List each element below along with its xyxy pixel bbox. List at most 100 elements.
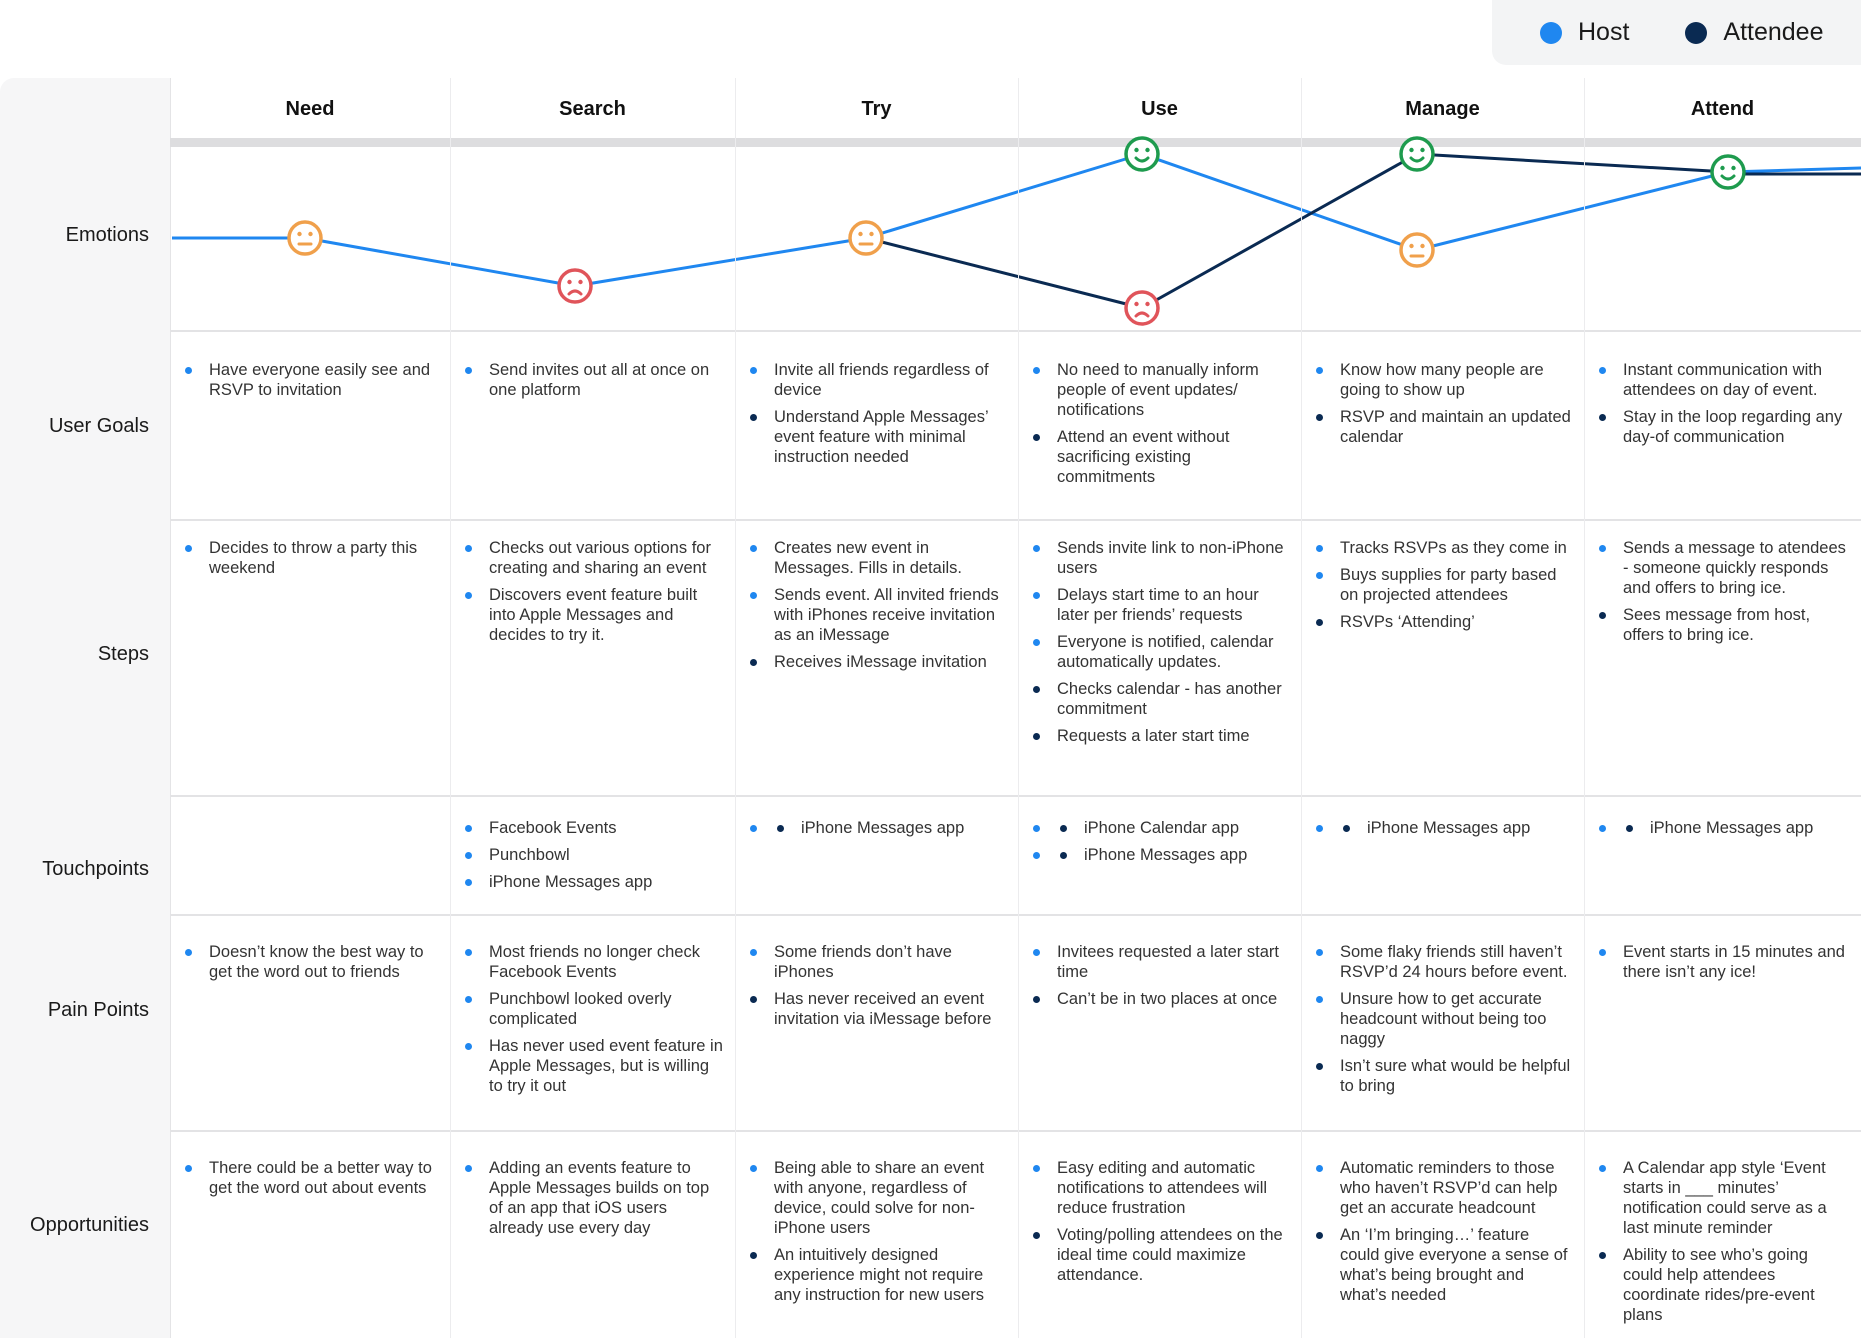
step-item: Delays start time to an hour later per f… <box>1030 585 1289 625</box>
opportunity-cell: Adding an events feature to Apple Messag… <box>462 1158 723 1245</box>
row-divider <box>170 330 1861 332</box>
host-emotion-line <box>865 152 1143 240</box>
row-label-user-goals: User Goals <box>48 415 149 437</box>
legend: Host Attendee <box>1492 0 1861 65</box>
pain-point-item: Unsure how to get accurate headcount wit… <box>1313 989 1572 1049</box>
user-goal-item: Understand Apple Messages’ event feature… <box>747 407 1006 467</box>
row-label-steps: Steps <box>97 643 149 665</box>
pain-point-item: Punchbowl looked overly complicated <box>462 989 723 1029</box>
stage-header-try: Try <box>861 98 892 120</box>
touchpoint-item: iPhone Calendar app <box>1030 818 1289 838</box>
step-item: Requests a later start time <box>1030 726 1289 746</box>
stage-header-attend: Attend <box>1690 98 1755 120</box>
legend-host: Host <box>1540 18 1629 47</box>
user-goal-item: RSVP and maintain an updated calendar <box>1313 407 1572 447</box>
row-label-opportunities: Opportunities <box>30 1214 149 1236</box>
pain-point-item: Most friends no longer check Facebook Ev… <box>462 942 723 982</box>
pain-point-item: Invitees requested a later start time <box>1030 942 1289 982</box>
opportunity-item: Ability to see who’s going could help at… <box>1596 1245 1849 1325</box>
attendee-emotion-line <box>865 236 1143 310</box>
step-item: Sends event. All invited friends with iP… <box>747 585 1006 645</box>
opportunity-item: An ‘I’m bringing…’ feature could give ev… <box>1313 1225 1572 1305</box>
opportunity-cell: Being able to share an event with anyone… <box>747 1158 1006 1312</box>
host-emotion-line <box>574 236 867 288</box>
opportunity-cell: A Calendar app style ‘Event starts in __… <box>1596 1158 1849 1332</box>
step-item: Sees message from host, offers to bring … <box>1596 605 1849 645</box>
touchpoint-item: Facebook Events <box>462 818 723 838</box>
row-divider <box>170 795 1861 797</box>
pain-point-item: Doesn’t know the best way to get the wor… <box>182 942 438 982</box>
host-emotion-line <box>1727 166 1861 174</box>
pain-point-item: Some friends don’t have iPhones <box>747 942 1006 982</box>
step-item: Receives iMessage invitation <box>747 652 1006 672</box>
host-emotion-line <box>1416 170 1729 252</box>
sad-face-icon <box>1124 290 1160 326</box>
user-goal-item: No need to manually inform people of eve… <box>1030 360 1289 420</box>
pain-point-cell: Most friends no longer check Facebook Ev… <box>462 942 723 1103</box>
pain-point-item: Has never used event feature in Apple Me… <box>462 1036 723 1096</box>
row-divider <box>170 914 1861 916</box>
step-cell: Creates new event in Messages. Fills in … <box>747 538 1006 679</box>
touchpoint-cell: iPhone Messages app <box>747 818 1006 845</box>
opportunity-item: Adding an events feature to Apple Messag… <box>462 1158 723 1238</box>
opportunity-cell: Easy editing and automatic notifications… <box>1030 1158 1289 1292</box>
step-item: Checks out various options for creating … <box>462 538 723 578</box>
emotion-chart <box>172 136 1861 326</box>
user-goal-cell: Have everyone easily see and RSVP to inv… <box>182 360 438 407</box>
pain-point-item: Has never received an event invitation v… <box>747 989 1006 1029</box>
opportunity-item: Being able to share an event with anyone… <box>747 1158 1006 1238</box>
pain-point-cell: Event starts in 15 minutes and there isn… <box>1596 942 1849 989</box>
stage-divider-bar <box>170 138 1861 147</box>
user-goal-cell: No need to manually inform people of eve… <box>1030 360 1289 494</box>
legend-attendee-label: Attendee <box>1723 18 1824 46</box>
row-label-touchpoints: Touchpoints <box>42 858 149 880</box>
column-divider <box>1018 78 1019 1338</box>
stage-header-use: Use <box>1141 98 1178 120</box>
user-goal-cell: Instant communication with attendees on … <box>1596 360 1849 454</box>
attendee-dot-icon <box>1685 21 1708 44</box>
stage-header-need: Need <box>285 98 335 120</box>
step-item: Creates new event in Messages. Fills in … <box>747 538 1006 578</box>
opportunity-item: There could be a better way to get the w… <box>182 1158 438 1198</box>
row-label-emotions: Emotions <box>65 224 149 246</box>
step-item: Sends a message to atendees - someone qu… <box>1596 538 1849 598</box>
step-item: Tracks RSVPs as they come in <box>1313 538 1572 558</box>
happy-face-icon <box>1710 154 1746 190</box>
stage-header-manage: Manage <box>1405 98 1480 120</box>
step-cell: Sends a message to atendees - someone qu… <box>1596 538 1849 652</box>
opportunity-cell: There could be a better way to get the w… <box>182 1158 438 1205</box>
pain-point-cell: Some flaky friends still haven’t RSVP’d … <box>1313 942 1572 1103</box>
row-label-column: Emotions User Goals Steps Touchpoints Pa… <box>0 78 171 1338</box>
pain-point-cell: Doesn’t know the best way to get the wor… <box>182 942 438 989</box>
legend-host-label: Host <box>1578 18 1630 46</box>
user-goal-cell: Know how many people are going to show u… <box>1313 360 1572 454</box>
user-goal-item: Stay in the loop regarding any day-of co… <box>1596 407 1849 447</box>
touchpoint-item: Punchbowl <box>462 845 723 865</box>
user-goal-item: Instant communication with attendees on … <box>1596 360 1849 400</box>
column-divider <box>1301 78 1302 1338</box>
touchpoint-item: iPhone Messages app <box>1313 818 1572 838</box>
user-goal-item: Send invites out all at once on one plat… <box>462 360 723 400</box>
step-cell: Decides to throw a party this weekend <box>182 538 438 585</box>
user-goal-item: Have everyone easily see and RSVP to inv… <box>182 360 438 400</box>
opportunity-item: Easy editing and automatic notifications… <box>1030 1158 1289 1218</box>
step-item: Checks calendar - has another commitment <box>1030 679 1289 719</box>
step-item: Buys supplies for party based on project… <box>1313 565 1572 605</box>
touchpoint-item: iPhone Messages app <box>1596 818 1849 838</box>
user-goal-item: Invite all friends regardless of device <box>747 360 1006 400</box>
host-dot-icon <box>1540 21 1562 44</box>
host-emotion-line <box>304 236 576 288</box>
step-item: Everyone is notified, calendar automatic… <box>1030 632 1289 672</box>
touchpoint-item: iPhone Messages app <box>462 872 723 892</box>
step-item: Discovers event feature built into Apple… <box>462 585 723 645</box>
attendee-emotion-line <box>1416 152 1729 174</box>
host-emotion-line <box>1141 152 1418 252</box>
opportunity-item: Automatic reminders to those who haven’t… <box>1313 1158 1572 1218</box>
opportunity-cell: Automatic reminders to those who haven’t… <box>1313 1158 1572 1312</box>
